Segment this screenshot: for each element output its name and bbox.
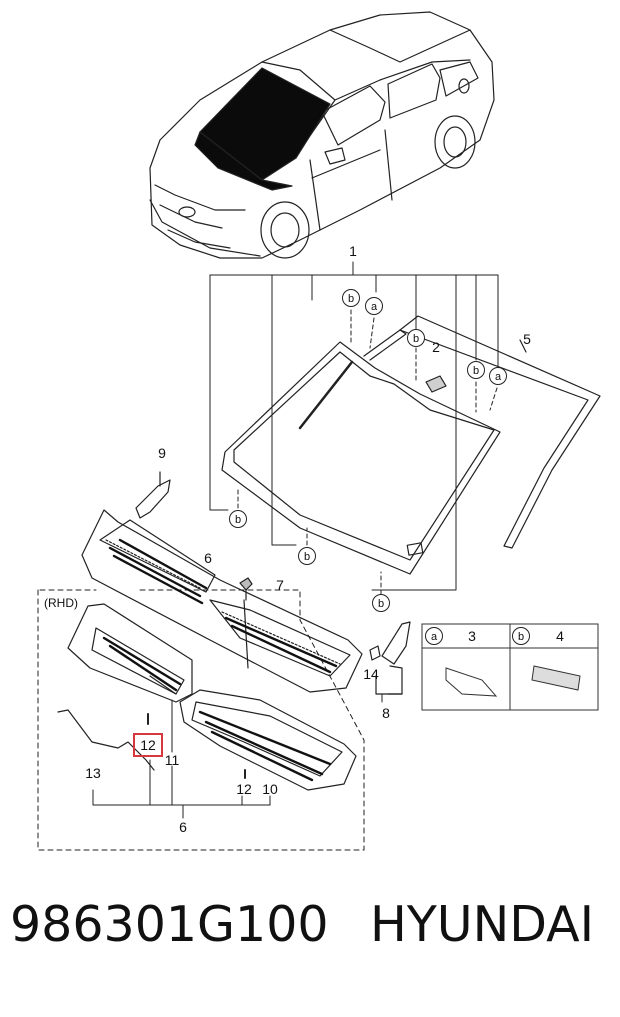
- part-2-shape: [425, 375, 447, 393]
- marker-b: [407, 329, 425, 347]
- marker-b: [342, 289, 360, 307]
- callout-13[interactable]: 13: [85, 765, 101, 781]
- part-number: 986301G100: [10, 896, 329, 953]
- callout-3[interactable]: 3: [468, 628, 476, 644]
- callout-1[interactable]: 1: [349, 243, 357, 259]
- rhd-cowl-right: [179, 689, 357, 791]
- marker-a: [425, 627, 443, 645]
- brand-name: HYUNDAI: [370, 896, 595, 953]
- callout-6-top[interactable]: 6: [204, 550, 212, 566]
- marker-b: [298, 547, 316, 565]
- rhd-box: [37, 589, 365, 851]
- part-7-clip: [239, 577, 253, 601]
- callout-6-bottom[interactable]: 6: [179, 819, 187, 835]
- callout-9[interactable]: 9: [158, 445, 166, 461]
- windshield-highlight: [199, 67, 331, 181]
- marker-a: [489, 367, 507, 385]
- callout-12[interactable]: 12: [236, 781, 252, 797]
- marker-b-label: b: [348, 293, 354, 305]
- footer: 986301G100 HYUNDAI: [0, 896, 620, 1006]
- leaders-part-6-bottom: [92, 693, 383, 819]
- part-9-bracket: [135, 471, 171, 519]
- callout-5[interactable]: 5: [523, 331, 531, 347]
- car-illustration: [149, 11, 495, 259]
- moulding-strip: [363, 315, 601, 549]
- callout-10[interactable]: 10: [262, 781, 278, 797]
- marker-b: [467, 361, 485, 379]
- grille-hatching: [102, 538, 338, 782]
- marker-a-label: a: [431, 631, 438, 643]
- marker-b-label: b: [518, 631, 524, 643]
- marker-a-label: a: [495, 371, 502, 383]
- upper-cowl-panel: [81, 509, 363, 693]
- marker-b: [229, 510, 247, 528]
- callout-12-highlighted[interactable]: 12: [140, 737, 156, 753]
- rhd-cowl-left: [67, 603, 193, 703]
- callout-8[interactable]: 8: [382, 705, 390, 721]
- marker-b-label: b: [473, 365, 479, 377]
- part-13-hose: [57, 709, 155, 771]
- highlight-box-part-12: [133, 733, 163, 757]
- callout-11[interactable]: 11: [165, 752, 180, 768]
- callout-14[interactable]: 14: [363, 666, 379, 682]
- leaders-part-1: [209, 261, 499, 591]
- marker-b-label: b: [304, 551, 310, 563]
- callout-2[interactable]: 2: [432, 339, 440, 355]
- callout-7[interactable]: 7: [276, 577, 284, 593]
- marker-a-label: a: [371, 301, 378, 313]
- marker-b: [372, 594, 390, 612]
- callout-4[interactable]: 4: [556, 628, 564, 644]
- marker-b-label: b: [235, 514, 241, 526]
- rhd-label: (RHD): [44, 596, 78, 610]
- marker-b-label: b: [413, 333, 419, 345]
- windshield-glass: [221, 341, 501, 575]
- parts-diagram: b a b b a b b b a b 1 2 3 4 5 6 7 8 9 10…: [37, 11, 601, 851]
- marker-b-label: b: [378, 598, 384, 610]
- marker-b: [512, 627, 530, 645]
- marker-a: [365, 297, 383, 315]
- part-8-bracket: [369, 621, 411, 695]
- marker-arrows: [237, 309, 498, 595]
- legend-table: [421, 623, 599, 711]
- cowl-highlight: [194, 131, 293, 191]
